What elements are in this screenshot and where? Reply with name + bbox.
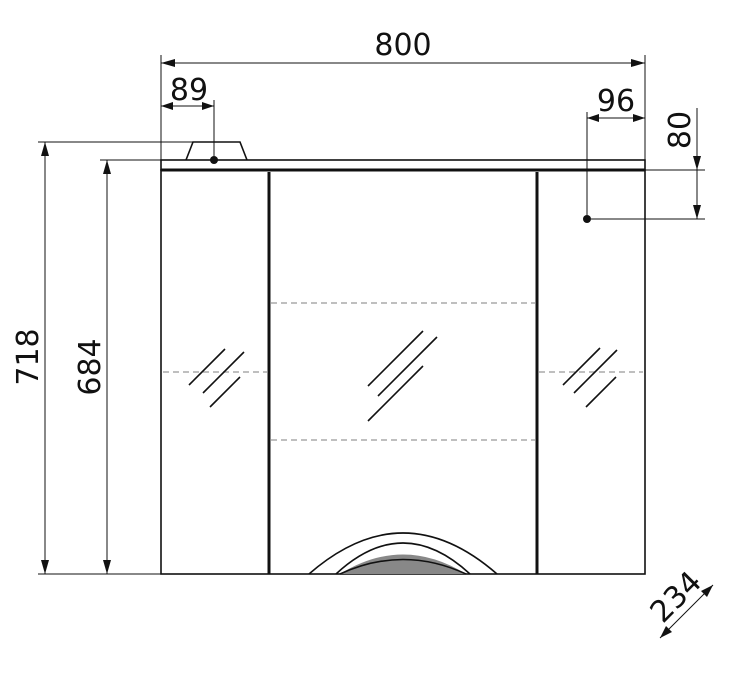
dimension-depth: 234 (644, 565, 714, 639)
arch-lip (339, 558, 467, 575)
internal-shelves (163, 302, 643, 441)
lamp (185, 141, 248, 164)
right-reflection-2 (573, 349, 618, 394)
left-reflection-1 (188, 348, 226, 386)
dim-label-89: 89 (170, 73, 208, 108)
dimension-total-height: 718 (11, 141, 193, 575)
dimension-cabinet-height: 684 (73, 159, 161, 574)
center-reflection-2 (377, 336, 438, 397)
center-reflection-3 (367, 365, 424, 422)
socket-point-icon (583, 215, 591, 223)
dimension-socket-drop: 80 (591, 108, 705, 220)
dimension-total-width: 800 (160, 28, 646, 160)
right-reflection-1 (562, 347, 601, 386)
lamp-housing (185, 141, 248, 161)
dim-label-96: 96 (597, 84, 635, 119)
dimension-lamp-offset: 89 (161, 73, 215, 156)
arch-outer (308, 532, 498, 575)
bottom-arch-shelf (308, 532, 498, 575)
dim-label-800: 800 (374, 28, 431, 63)
center-reflection-1 (367, 330, 424, 387)
dim-label-684: 684 (73, 338, 108, 395)
mirror-reflection-marks (188, 330, 618, 422)
left-reflection-2 (202, 351, 245, 394)
left-reflection-3 (209, 376, 241, 408)
dim-label-718: 718 (11, 328, 46, 385)
arch-shade (340, 554, 466, 574)
dimension-socket-offset: 96 (586, 84, 645, 215)
arch-inner (335, 542, 471, 575)
dim-label-234: 234 (644, 565, 709, 630)
lamp-point-icon (210, 156, 218, 164)
right-reflection-3 (585, 376, 617, 408)
dim-label-80: 80 (663, 111, 698, 149)
cabinet-body (160, 159, 646, 575)
